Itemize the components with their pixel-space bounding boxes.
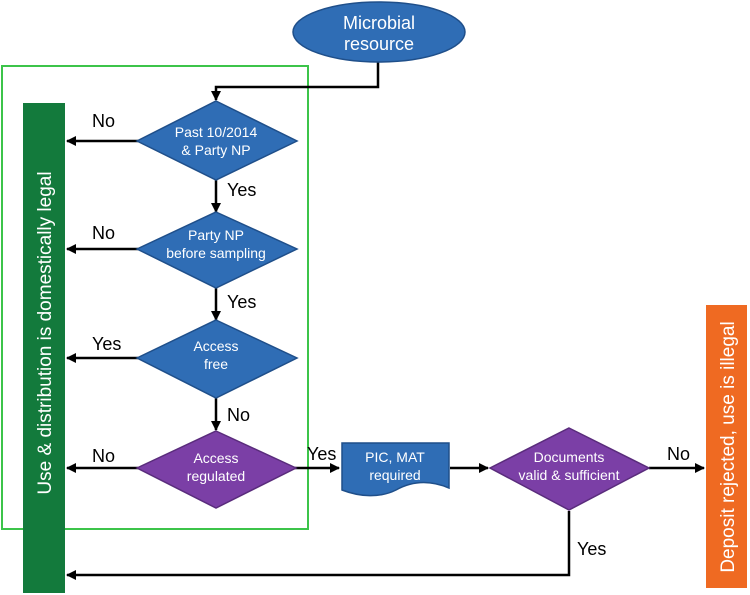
documents-line1: Documents (534, 449, 605, 465)
access-regulated-line1: Access (193, 450, 238, 466)
party-yes-label: Yes (227, 292, 256, 312)
past-yes-label: Yes (227, 180, 256, 200)
past-2014-decision (135, 100, 299, 181)
microbial-resource-line2: resource (344, 34, 414, 54)
pic-mat-document (341, 442, 450, 497)
documents-yes-label: Yes (577, 539, 606, 559)
access-regulated-line2: regulated (187, 468, 245, 484)
edge-start-to-past (211, 57, 380, 101)
legal-scope-frame (1, 65, 309, 530)
access-free-line2: free (204, 356, 228, 372)
microbial-resource-node (292, 1, 466, 63)
regulated-yes-label: Yes (307, 444, 336, 464)
past-2014-line1: Past 10/2014 (175, 124, 258, 140)
documents-line2: valid & sufficient (519, 467, 620, 483)
party-np-line1: Party NP (188, 227, 244, 243)
party-np-decision (135, 211, 299, 289)
free-no-label: No (227, 405, 250, 425)
documents-decision (488, 427, 651, 511)
legal-bar (23, 103, 65, 593)
pic-mat-line2: required (369, 467, 420, 483)
access-free-line1: Access (193, 338, 238, 354)
party-no-label: No (92, 223, 115, 243)
access-free-decision (135, 319, 299, 399)
documents-no-label: No (667, 444, 690, 464)
past-2014-line2: & Party NP (181, 142, 250, 158)
legal-bar-label: Use & distribution is domestically legal (35, 171, 56, 494)
pic-mat-line1: PIC, MAT (365, 449, 425, 465)
access-regulated-decision (135, 430, 298, 509)
edge-documents-yes (66, 511, 571, 580)
past-no-label: No (92, 111, 115, 131)
illegal-bar (706, 305, 747, 588)
illegal-bar-label: Deposit rejected, use is illegal (718, 321, 739, 572)
free-yes-label: Yes (92, 334, 121, 354)
regulated-no-label: No (92, 446, 115, 466)
microbial-resource-line1: Microbial (343, 13, 415, 33)
party-np-line2: before sampling (166, 245, 266, 261)
